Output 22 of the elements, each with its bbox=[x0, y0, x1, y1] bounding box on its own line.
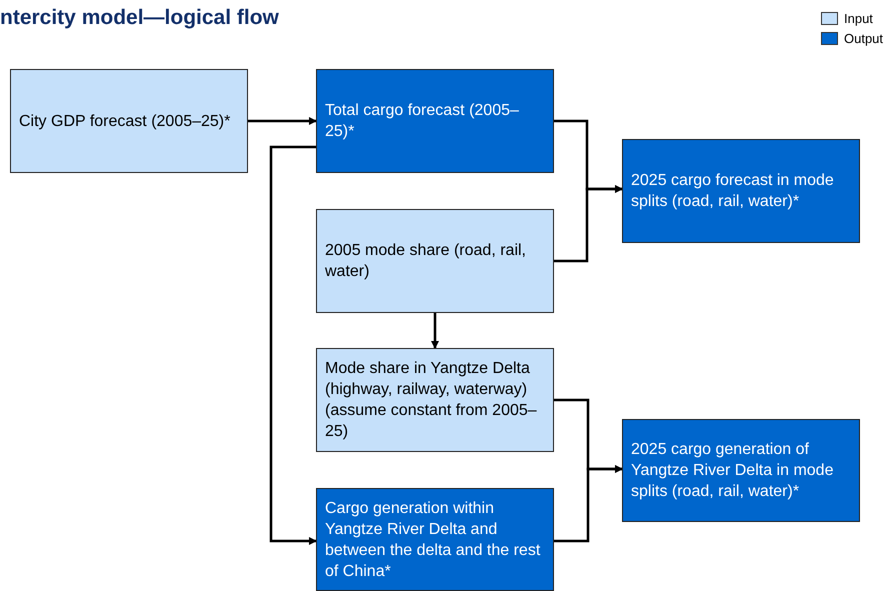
legend-label: Input bbox=[844, 11, 873, 26]
box-text: Mode share in Yangtze Delta (highway, railway, waterway) (assume constant from 2005–25) bbox=[325, 359, 538, 442]
legend-label: Output bbox=[844, 31, 884, 46]
output-box bbox=[316, 488, 554, 591]
diagram-title: ntercity model—logical flow bbox=[0, 6, 279, 30]
arrow bbox=[554, 465, 623, 542]
arrow bbox=[554, 185, 623, 262]
box-text: Total cargo forecast (2005–25)* bbox=[325, 101, 520, 142]
box-text: City GDP forecast (2005–25)* bbox=[19, 112, 230, 132]
box-text: 2025 cargo forecast in mode splits (road, rail, water)* bbox=[631, 171, 835, 212]
arrow bbox=[270, 146, 317, 545]
input-box bbox=[316, 348, 554, 452]
input-box bbox=[316, 209, 554, 313]
box-text: 2025 cargo generation of Yangtze River Delta in mode splits (road, rail, water)* bbox=[631, 440, 834, 502]
output-box bbox=[316, 69, 554, 173]
box-text: 2005 mode share (road, rail, water) bbox=[325, 241, 527, 282]
output-box bbox=[622, 419, 860, 522]
box-text: Cargo generation within Yangtze River Delta and between the delta and the rest of China* bbox=[325, 498, 542, 582]
output-box bbox=[622, 139, 860, 243]
arrow bbox=[248, 117, 317, 125]
arrow bbox=[431, 313, 439, 349]
input-box bbox=[10, 69, 248, 173]
